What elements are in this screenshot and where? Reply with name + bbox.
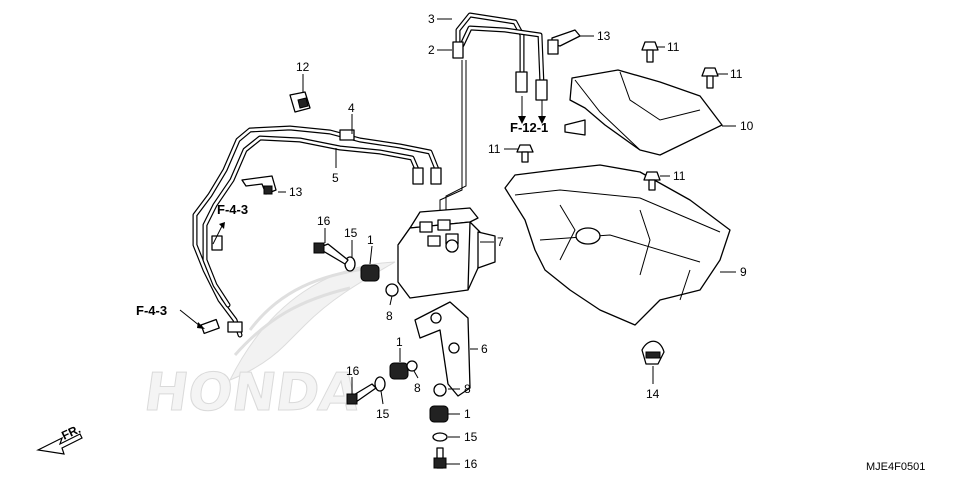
screw-11d [643,171,661,191]
callout-6: 6 [481,342,488,356]
callout-1-low: 1 [464,407,471,421]
grommet-1b [389,362,409,380]
grommet-1a [360,264,380,282]
callout-8-top: 8 [386,309,393,323]
abs-modulator [397,207,496,299]
honda-watermark: HONDA [140,261,396,423]
leader-lines [179,18,736,465]
ref-f4-3-mid: F-4-3 [217,202,248,217]
washer-15c [432,432,448,442]
callout-12: 12 [296,60,310,74]
ref-f12-1: F-12-1 [510,120,548,135]
reference-labels: F-12-1 F-4-3 F-4-3 [136,120,548,318]
callout-14: 14 [646,387,660,401]
callout-11-a: 11 [667,40,680,54]
collar-8a [385,283,399,297]
bolt-16a [313,242,349,265]
modulator-bracket [414,301,471,397]
watermark-text: HONDA [141,363,365,423]
callout-16-low: 16 [464,457,478,471]
callout-2: 2 [428,43,435,57]
brake-pipe-top [439,12,548,218]
callout-3: 3 [428,12,435,26]
collar-8c [433,383,447,397]
callout-1-mid: 1 [396,335,403,349]
washer-15b [374,376,386,392]
cover-10 [564,69,723,156]
screw-11a [641,41,659,63]
hose-clip-12 [289,91,311,113]
callout-15-low: 15 [464,430,478,444]
callout-11-d: 11 [673,169,686,183]
callout-15-mid: 15 [376,407,390,421]
front-arrow: FR. [36,422,83,455]
grommet-1c [429,405,449,423]
callout-11-c: 11 [488,142,501,156]
hose-clip-13-left [241,175,277,195]
collar-8b [406,360,418,372]
screw-11c [516,144,534,163]
callout-1-top: 1 [367,233,374,247]
diagram-code: MJE4F0501 [866,461,925,473]
tray-9 [504,164,731,326]
clamp-14 [641,340,665,365]
callout-8-mid: 8 [414,381,421,395]
callout-13-left: 13 [289,185,303,199]
callout-7: 7 [497,235,504,249]
callout-4: 4 [348,101,355,115]
ref-f4-3-left: F-4-3 [136,303,167,318]
bolt-16c [433,447,447,469]
pipe-clip-top [547,29,581,55]
screw-11b [701,67,719,89]
callout-16-top: 16 [317,214,331,228]
callouts: 3 2 13 12 4 5 13 16 15 1 8 7 6 1 16 15 8… [289,12,754,471]
callout-11-b: 11 [730,67,743,81]
callout-13-top: 13 [597,29,611,43]
callout-10: 10 [740,119,754,133]
callout-16-mid: 16 [346,364,360,378]
callout-9: 9 [740,265,747,279]
brake-hose-left [192,125,442,338]
callout-8-low: 8 [464,382,471,396]
callout-5: 5 [332,171,339,185]
callout-15-top: 15 [344,226,358,240]
